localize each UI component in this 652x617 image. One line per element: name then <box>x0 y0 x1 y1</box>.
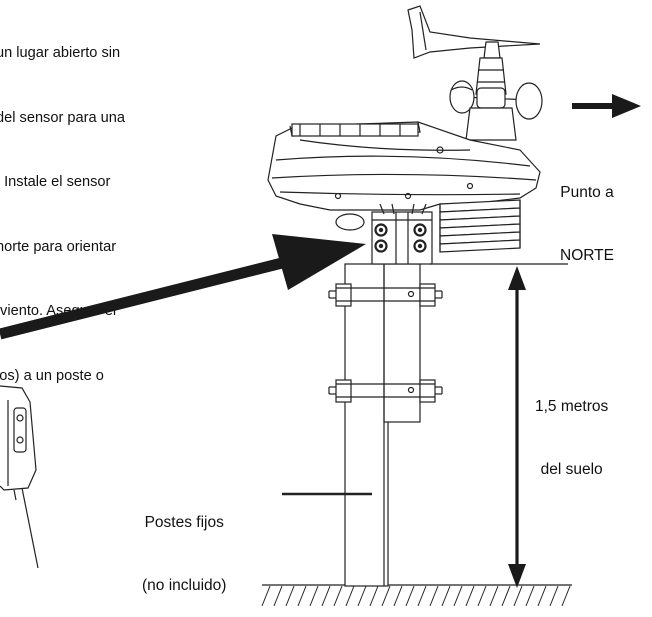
instructions-text: un lugar abierto sin del sensor para una… <box>0 0 182 473</box>
radiation-shield <box>439 199 521 253</box>
mounting-pole <box>344 263 421 587</box>
pointer-arrow <box>0 234 366 340</box>
u-bolt-clamp-upper <box>328 283 443 307</box>
sensor-housing <box>267 121 541 231</box>
pole-label-line2: (no incluido) <box>142 577 227 594</box>
north-label-line1: Punto a <box>560 184 614 201</box>
height-label-line2: del suelo <box>540 461 603 478</box>
bracket-bolts <box>374 223 427 253</box>
anemometer <box>449 80 543 141</box>
height-dimension-arrow <box>508 266 526 588</box>
instructions-line: . Instale el sensor <box>0 174 111 190</box>
pole-label-line1: Postes fijos <box>144 514 224 531</box>
u-bolt-clamp-lower <box>328 379 443 403</box>
instructions-line: norte para orientar <box>0 238 117 255</box>
instructions-line: los) a un poste o <box>0 367 104 384</box>
height-label: 1,5 metros del suelo <box>535 354 608 501</box>
mounting-bracket <box>371 203 433 265</box>
instructions-line: del sensor para una <box>0 109 125 126</box>
pole-label: Postes fijos (no incluido) <box>142 470 226 617</box>
wind-vane <box>407 5 541 95</box>
device-partial-left <box>0 385 39 569</box>
north-label: Punto a NORTE <box>560 140 614 287</box>
ground-hatch <box>261 584 572 607</box>
instructions-line: un lugar abierto sin <box>0 45 121 61</box>
north-arrow <box>572 94 641 118</box>
north-label-line2: NORTE <box>560 247 614 264</box>
height-label-line1: 1,5 metros <box>535 398 609 415</box>
